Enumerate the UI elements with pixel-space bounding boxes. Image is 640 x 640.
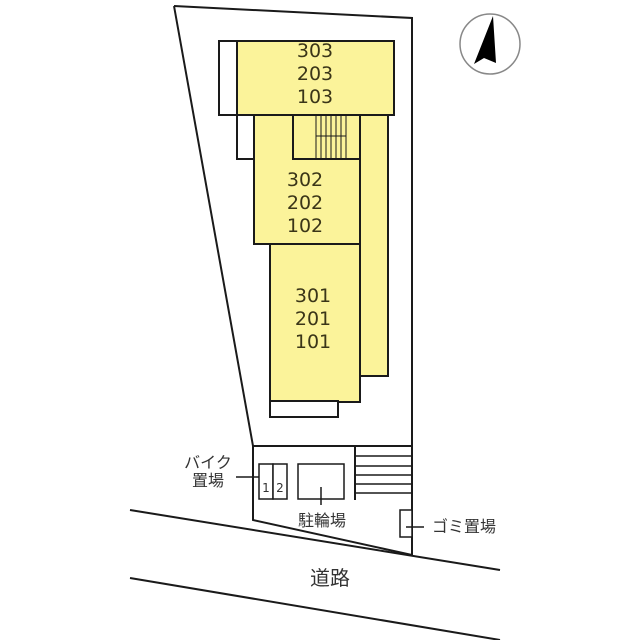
annex-mid: [236, 113, 256, 160]
unit-label: 201: [294, 308, 332, 330]
building-block-3: [236, 40, 395, 116]
unit-label: 203: [296, 63, 334, 85]
unit-label: 303: [296, 40, 334, 62]
building-block-1: [269, 243, 361, 403]
road-edge-top: [129, 509, 501, 571]
unit-label: 101: [294, 331, 332, 353]
stairs-lower: [355, 455, 412, 494]
unit-label: 103: [296, 86, 334, 108]
bike-slot-2: [272, 463, 288, 500]
bicycle-parking-label: 駐輪場: [297, 511, 346, 530]
unit-label: 301: [294, 285, 332, 307]
entrance-step: [269, 400, 339, 418]
units-block-1: 301 201 101: [288, 285, 338, 354]
road-label: 道路: [310, 566, 350, 590]
lot-boundary: [173, 5, 413, 557]
garbage-area: [399, 509, 413, 538]
unit-label: 102: [286, 215, 324, 237]
unit-label: 202: [286, 192, 324, 214]
garbage-label: ゴミ置場: [431, 517, 496, 536]
bike-parking-label: バイク 置場: [184, 453, 232, 490]
rear-wing: [359, 113, 389, 377]
north-arrow-icon: [459, 13, 521, 75]
bike-slot-1-label: 1: [262, 481, 270, 495]
stairs-upper: [315, 114, 347, 159]
unit-label: 302: [286, 169, 324, 191]
road-edge-bottom: [129, 577, 501, 640]
units-block-2: 302 202 102: [280, 169, 330, 238]
units-block-3: 303 203 103: [290, 40, 340, 109]
bike-slot-2-label: 2: [276, 481, 284, 495]
